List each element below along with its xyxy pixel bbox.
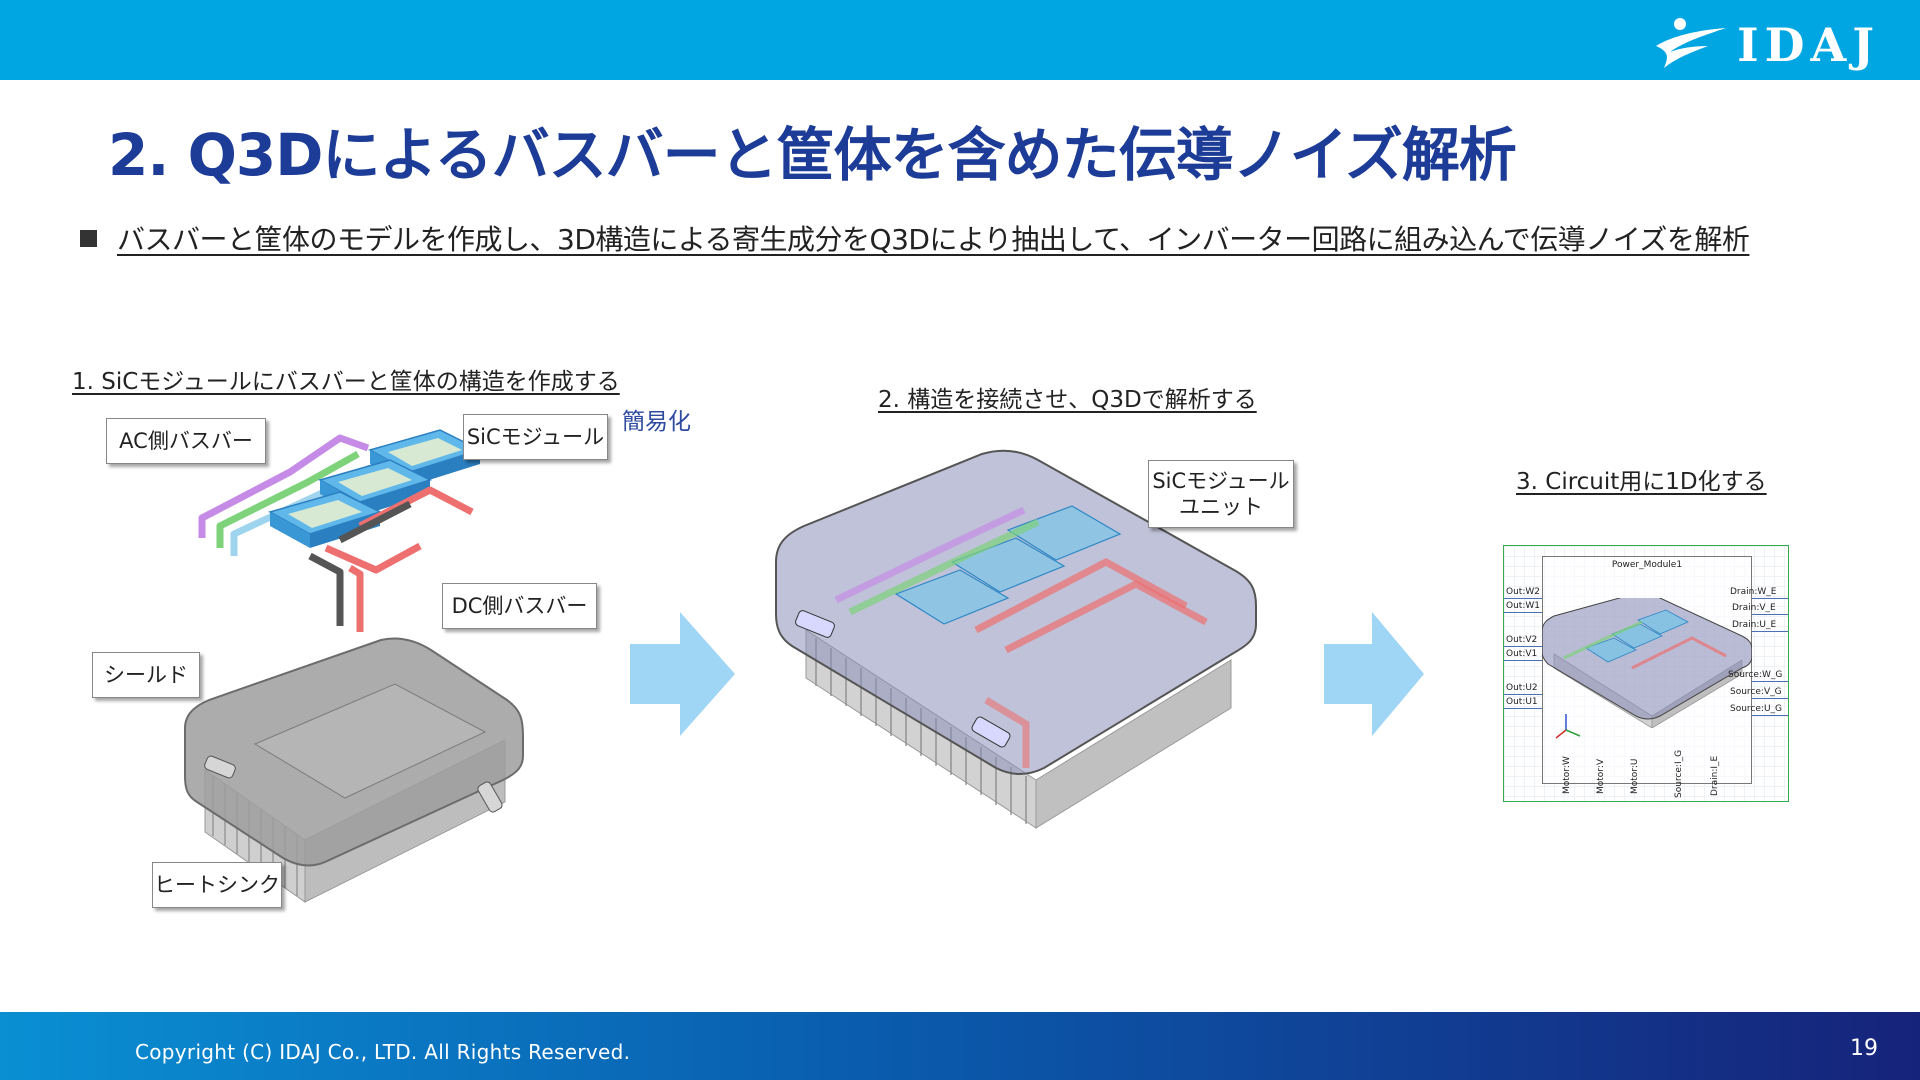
bullet-square-icon (80, 229, 97, 247)
pin-right-5: Source:V_G (1730, 687, 1782, 697)
footer-bar: Copyright (C) IDAJ Co., LTD. All Rights … (0, 1012, 1920, 1080)
header-bar: IDAJ (0, 0, 1920, 80)
pin-left-1: Out:W2 (1506, 587, 1540, 597)
pin-bottom-3: Motor:U (1630, 758, 1640, 794)
pin-right-3: Drain:U_E (1732, 620, 1777, 630)
shield-heatsink-illustration (184, 637, 524, 903)
arrow-right-icon (630, 612, 735, 736)
pin-bottom-1: Motor:W (1562, 756, 1572, 794)
pin-left-2: Out:W1 (1506, 601, 1540, 611)
pin-right-2: Drain:V_E (1732, 603, 1776, 613)
step3-heading: 3. Circuit用に1D化する (1516, 469, 1767, 495)
busbar-module-illustration (198, 429, 482, 632)
callout-shield: シールド (92, 652, 200, 698)
pin-bottom-2: Motor:V (1596, 758, 1606, 794)
circuit-symbol-panel: Power_Module1 Out:W2 Out:W1 Out:V2 Out:V… (1503, 545, 1789, 802)
bullet-text: バスバーと筐体のモデルを作成し、3D構造による寄生成分をQ3Dにより抽出して、イ… (117, 223, 1750, 256)
callout-sic-unit-line1: SiCモジュール (1152, 468, 1290, 493)
module-thumbnail (1542, 598, 1752, 728)
callout-dc-busbar: DC側バスバー (442, 583, 597, 629)
callout-ac-busbar: AC側バスバー (106, 418, 266, 464)
callout-sic-module: SiCモジュール (463, 414, 608, 460)
copyright-text: Copyright (C) IDAJ Co., LTD. All Rights … (135, 1040, 631, 1064)
page-number: 19 (1850, 1036, 1878, 1061)
bullet-point: バスバーと筐体のモデルを作成し、3D構造による寄生成分をQ3Dにより抽出して、イ… (80, 218, 1750, 258)
arrow-right-icon (1324, 612, 1424, 736)
axis-triad-icon (1555, 714, 1581, 739)
pin-left-6: Out:U1 (1506, 697, 1538, 707)
simplify-label: 簡易化 (622, 409, 691, 435)
pin-right-1: Drain:W_E (1730, 587, 1777, 597)
logo-text: IDAJ (1737, 18, 1880, 72)
pin-right-6: Source:U_G (1730, 704, 1783, 714)
pin-bottom-4: Source:I_G (1674, 749, 1684, 798)
callout-sic-unit-line2: ユニット (1179, 495, 1263, 519)
idaj-logo: IDAJ (1650, 12, 1880, 72)
assembled-unit-illustration (775, 449, 1257, 829)
step1-heading: 1. SiCモジュールにバスバーと筐体の構造を作成する (72, 369, 620, 395)
pin-bottom-5: Drain:I_E (1710, 755, 1720, 796)
module-name: Power_Module1 (1611, 560, 1683, 570)
logo-swoosh-icon (1656, 18, 1726, 68)
callout-heatsink: ヒートシンク (152, 862, 282, 908)
step2-heading: 2. 構造を接続させ、Q3Dで解析する (878, 387, 1257, 413)
pin-right-4: Source:W_G (1728, 670, 1783, 680)
callout-sic-unit: SiCモジュール ユニット (1148, 460, 1294, 528)
page-title: 2. Q3Dによるバスバーと筐体を含めた伝導ノイズ解析 (108, 121, 1517, 189)
pin-left-3: Out:V2 (1506, 635, 1538, 645)
pin-left-4: Out:V1 (1506, 649, 1538, 659)
pin-left-5: Out:U2 (1506, 683, 1538, 693)
